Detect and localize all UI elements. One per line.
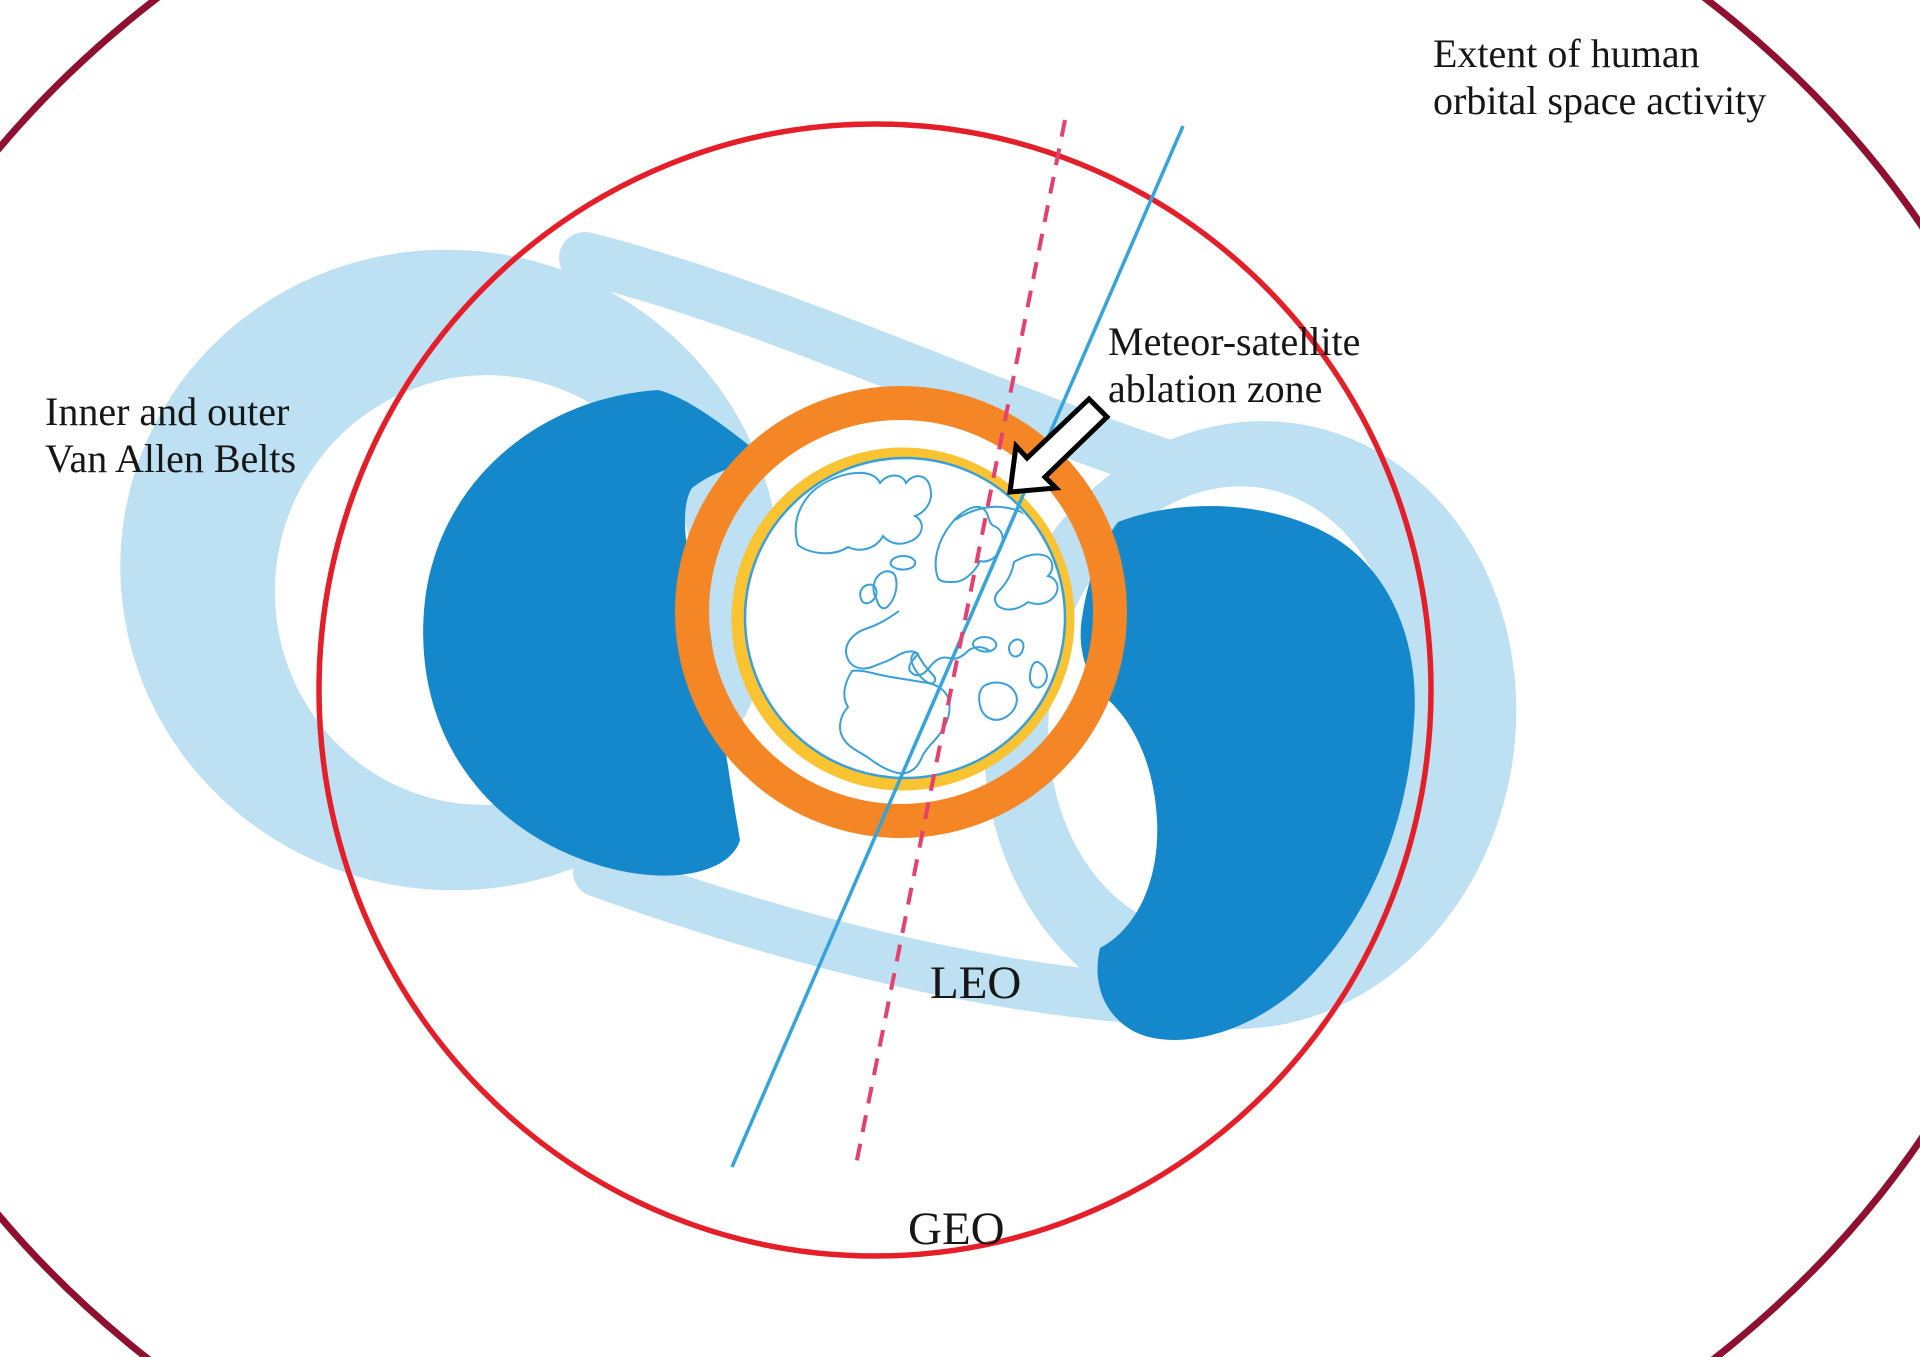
earth-globe — [743, 456, 1067, 780]
continent-asia — [994, 553, 1059, 611]
geo-orbit-circle — [316, 121, 1434, 1259]
geo-label: GEO — [908, 1203, 1005, 1255]
ablation-zone-label: Meteor-satellite ablation zone — [1108, 319, 1361, 412]
van-allen-label: Inner and outer Van Allen Belts — [45, 389, 297, 482]
continent-britain — [872, 570, 898, 610]
earth-continents — [794, 471, 1059, 775]
continent-arabia — [978, 681, 1018, 721]
continent-africa — [839, 669, 951, 775]
continent-india — [1028, 660, 1048, 689]
leo-label: LEO — [930, 957, 1022, 1009]
belt-left-inner — [423, 390, 770, 876]
leo-ring — [675, 386, 1127, 838]
trajectory-dashed-line — [853, 119, 1067, 1171]
orbit-inclination-line — [730, 125, 1185, 1168]
ablation-arrow-icon — [1007, 395, 1111, 495]
continent-scandinavia — [934, 506, 1004, 584]
earth-outline — [743, 456, 1067, 780]
extent-label: Extent of human orbital space activity — [1433, 31, 1767, 124]
belt-band-top — [559, 232, 1231, 504]
continent-greenland — [794, 471, 932, 555]
van-allen-belts — [120, 232, 1517, 1040]
sea-caspian — [1008, 638, 1025, 658]
ablation-ring — [731, 447, 1075, 791]
sea-black-sea — [971, 636, 998, 653]
continent-iceland — [889, 555, 917, 571]
continent-ireland — [859, 583, 878, 605]
belt-right-inner — [1080, 506, 1415, 1040]
